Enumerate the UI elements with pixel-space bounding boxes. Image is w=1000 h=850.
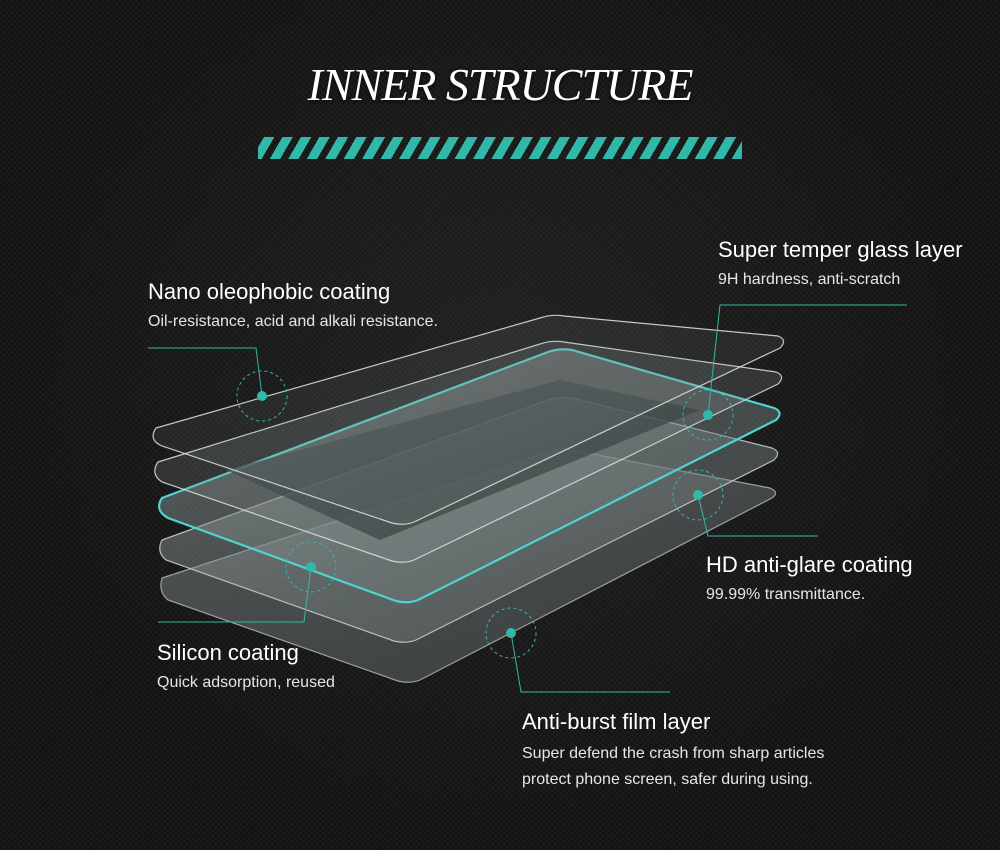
hd-anti-glare-title: HD anti-glare coating bbox=[706, 552, 913, 577]
anti-burst-film-description-line2: protect phone screen, safer during using… bbox=[522, 771, 813, 788]
anti-burst-film-description-line1: Super defend the crash from sharp articl… bbox=[522, 745, 825, 762]
anti-burst-film-title: Anti-burst film layer bbox=[522, 709, 711, 734]
title-underline-stripes bbox=[258, 137, 742, 159]
silicon-coating-title: Silicon coating bbox=[157, 640, 299, 665]
super-temper-glass-description: 9H hardness, anti-scratch bbox=[718, 271, 901, 288]
callout-anti-burst bbox=[485, 607, 670, 693]
screen-display-area bbox=[226, 380, 700, 540]
super-temper-glass-title: Super temper glass layer bbox=[718, 237, 963, 262]
label-nano-oleophobic: Nano oleophobic coating Oil-resistance, … bbox=[148, 279, 438, 333]
callout-super-temper bbox=[682, 304, 907, 441]
super-temper-glass-layer-shape bbox=[154, 340, 783, 563]
label-hd-anti-glare: HD anti-glare coating 99.99% transmittan… bbox=[706, 552, 913, 606]
callout-hd-anti-glare bbox=[672, 469, 818, 537]
callout-silicon bbox=[158, 541, 337, 623]
hd-anti-glare-description: 99.99% transmittance. bbox=[706, 586, 866, 603]
silicon-coating-description: Quick adsorption, reused bbox=[157, 674, 335, 691]
nano-oleophobic-title: Nano oleophobic coating bbox=[148, 279, 391, 304]
label-super-temper-glass: Super temper glass layer 9H hardness, an… bbox=[718, 237, 963, 291]
page-title: INNER STRUCTURE bbox=[307, 59, 694, 110]
nano-oleophobic-layer-shape bbox=[152, 314, 785, 525]
label-anti-burst-film: Anti-burst film layer Super defend the c… bbox=[522, 709, 824, 791]
label-silicon-coating: Silicon coating Quick adsorption, reused bbox=[157, 640, 335, 694]
nano-oleophobic-description: Oil-resistance, acid and alkali resistan… bbox=[148, 313, 438, 330]
callout-nano bbox=[148, 347, 288, 422]
